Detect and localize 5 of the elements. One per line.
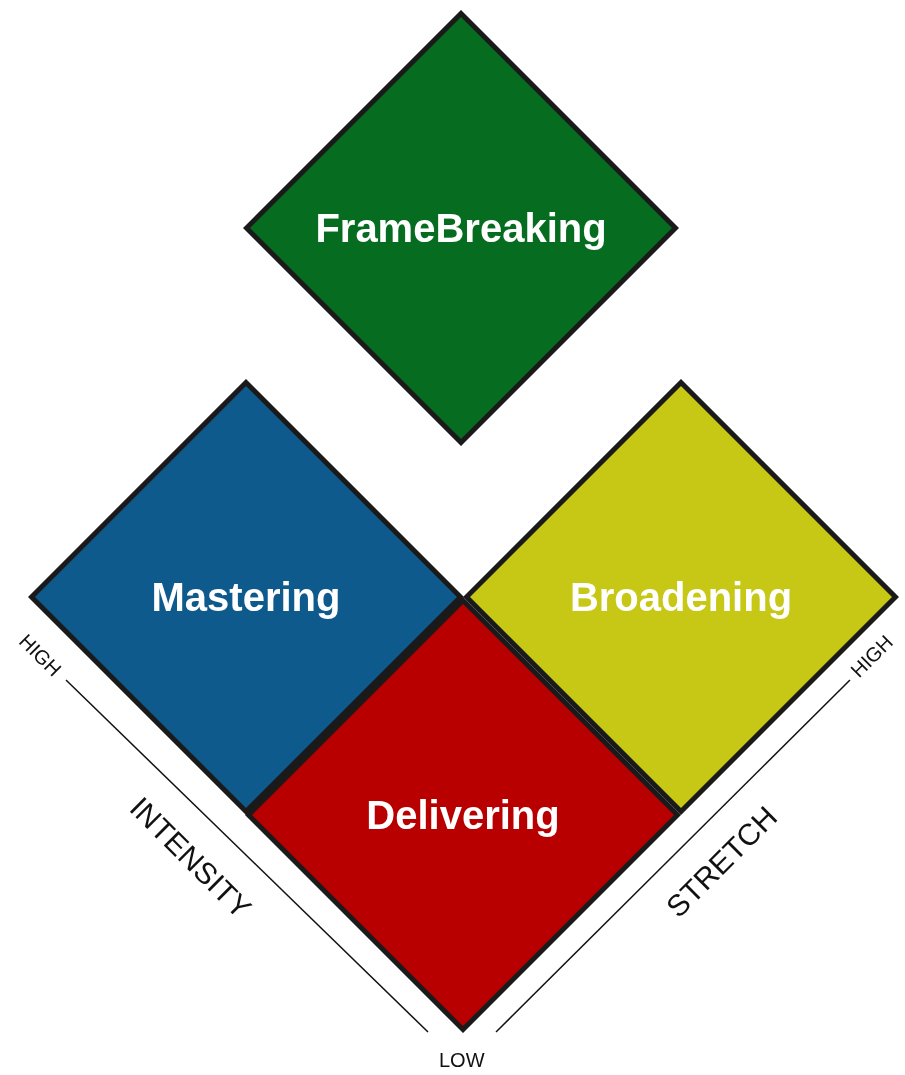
quadrant-title: Broadening <box>569 574 793 619</box>
quadrant-title: FrameBreaking <box>315 205 607 250</box>
axis-label: LOW <box>439 1048 485 1072</box>
quadrant-title: Delivering <box>366 792 560 837</box>
quadrant-title: Mastering <box>151 574 341 619</box>
